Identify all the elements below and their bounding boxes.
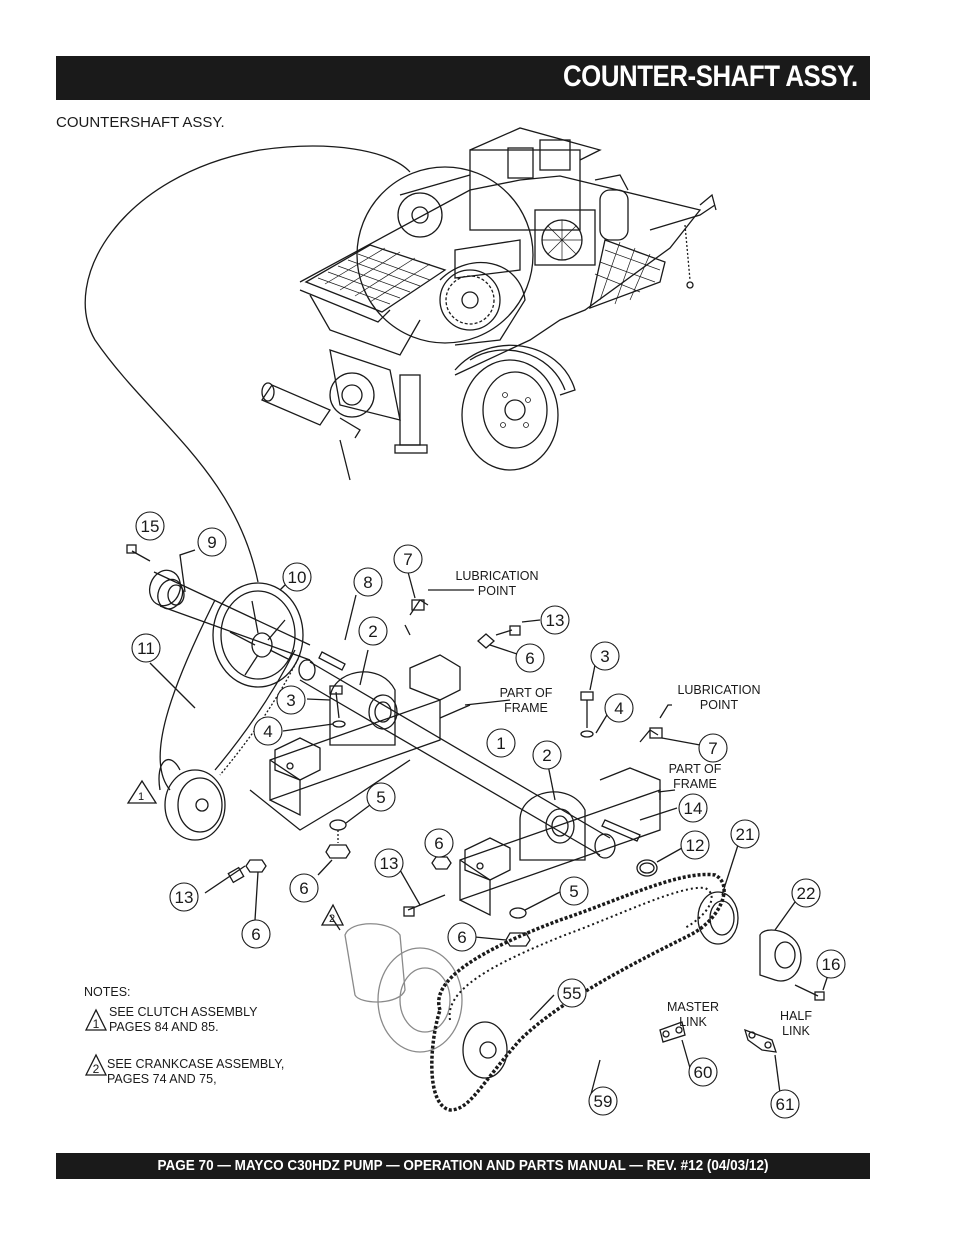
callout-12: 12 [686, 836, 705, 855]
callout-13-upper: 13 [546, 611, 565, 630]
callout-4-left: 4 [263, 722, 272, 741]
callout-8: 8 [363, 573, 372, 592]
notes-block: NOTES: 1 SEE CLUTCH ASSEMBLY PAGES 84 AN… [84, 985, 284, 1086]
callout-6-lower-right: 6 [457, 928, 466, 947]
callout-10: 10 [288, 568, 307, 587]
callout-55: 55 [563, 984, 582, 1003]
lubrication-point-label-2b: POINT [700, 698, 739, 712]
master-link-label: MASTER [667, 1000, 719, 1014]
pump-trailer-illustration [84, 127, 717, 583]
page-title: COUNTER-SHAFT ASSY. [563, 60, 858, 93]
callout-7-right: 7 [708, 739, 717, 758]
callout-3-right: 3 [600, 647, 609, 666]
callout-4-right: 4 [614, 699, 623, 718]
note-1-line-1: SEE CLUTCH ASSEMBLY [109, 1005, 258, 1019]
note-2-line-1: SEE CRANKCASE ASSEMBLY, [107, 1057, 284, 1071]
callout-6-center: 6 [434, 834, 443, 853]
part-labels: LUBRICATION POINT LUBRICATION POINT PART… [138, 569, 812, 1038]
callout-2-right: 2 [542, 746, 551, 765]
header-bar: COUNTER-SHAFT ASSY. [56, 56, 870, 100]
part-of-frame-label-2: PART OF [669, 762, 722, 776]
callout-circles [131, 511, 846, 1119]
callout-22: 22 [797, 884, 816, 903]
callout-5-left: 5 [376, 788, 385, 807]
callout-6-lower-left: 6 [251, 925, 260, 944]
callout-6-upper: 6 [525, 649, 534, 668]
callout-13-center: 13 [380, 854, 399, 873]
callout-5-right: 5 [569, 882, 578, 901]
notes-heading: NOTES: [84, 985, 131, 999]
note-1-marker: 1 [93, 1017, 100, 1031]
half-link-label-b: LINK [782, 1024, 810, 1038]
lubrication-point-label-2: LUBRICATION [677, 683, 760, 697]
callout-1: 1 [496, 734, 505, 753]
part-of-frame-label-1b: FRAME [504, 701, 548, 715]
note-marker-2-diagram: 2 [329, 913, 335, 925]
lubrication-point-label-1: LUBRICATION [455, 569, 538, 583]
note-1-line-2: PAGES 84 AND 85. [109, 1020, 219, 1034]
half-link-label: HALF [780, 1009, 812, 1023]
callout-60: 60 [694, 1063, 713, 1082]
callout-61: 61 [776, 1095, 795, 1114]
callout-7-upper: 7 [403, 550, 412, 569]
callout-2-left: 2 [368, 622, 377, 641]
note-2-marker: 2 [93, 1062, 100, 1076]
callout-21: 21 [736, 825, 755, 844]
callout-16: 16 [822, 955, 841, 974]
callout-3-left: 3 [286, 691, 295, 710]
callout-13-left: 13 [175, 888, 194, 907]
master-link-label-b: LINK [679, 1015, 707, 1029]
footer-text: PAGE 70 — MAYCO C30HDZ PUMP — OPERATION … [157, 1157, 769, 1174]
lubrication-point-label-1b: POINT [478, 584, 517, 598]
callout-14: 14 [684, 799, 703, 818]
callout-numbers: 15 9 10 8 7 13 11 2 6 3 3 4 4 1 2 7 5 14… [137, 517, 840, 1114]
callout-59: 59 [594, 1092, 613, 1111]
part-of-frame-label-2b: FRAME [673, 777, 717, 791]
countershaft-exploded-view [126, 544, 829, 1112]
callout-11: 11 [137, 639, 155, 658]
callout-9: 9 [207, 533, 216, 552]
section-subtitle: COUNTERSHAFT ASSY. [56, 114, 225, 131]
part-of-frame-label-1: PART OF [500, 686, 553, 700]
note-marker-1-diagram: 1 [138, 791, 144, 803]
note-2-line-2: PAGES 74 AND 75, [107, 1072, 217, 1086]
callout-15: 15 [141, 517, 160, 536]
footer-bar: PAGE 70 — MAYCO C30HDZ PUMP — OPERATION … [56, 1153, 870, 1179]
callout-6-left: 6 [299, 879, 308, 898]
